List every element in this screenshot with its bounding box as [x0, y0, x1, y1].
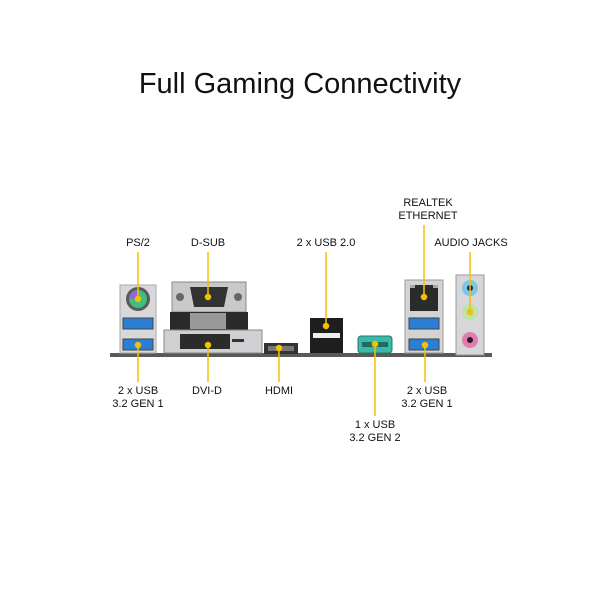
- label-realtek-line1: REALTEK: [403, 197, 453, 209]
- label-dvid: DVI-D: [192, 385, 222, 397]
- label-usb20: 2 x USB 2.0: [296, 237, 356, 249]
- label-usb-gen2-line1: 1 x USB: [354, 419, 396, 431]
- label-usb-gen2: 1 x USB 3.2 GEN 2: [349, 419, 400, 445]
- label-usb-right: 2 x USB 3.2 GEN 1: [401, 385, 452, 411]
- label-usb-right-line2: 3.2 GEN 1: [401, 398, 453, 410]
- label-usb-left-line2: 3.2 GEN 1: [112, 398, 164, 410]
- label-ps2: PS/2: [126, 237, 150, 249]
- label-usb-right-line1: 2 x USB: [406, 385, 448, 397]
- label-usb-left-line1: 2 x USB: [117, 385, 159, 397]
- label-audio: AUDIO JACKS: [434, 237, 508, 249]
- label-usb-gen2-line2: 3.2 GEN 2: [349, 432, 401, 444]
- board-edge: [110, 353, 492, 357]
- label-dsub: D-SUB: [190, 237, 226, 249]
- label-realtek-line2: ETHERNET: [398, 210, 458, 222]
- dvi-port: [163, 329, 263, 354]
- dsub-port: [170, 281, 248, 330]
- label-realtek: REALTEK ETHERNET: [398, 197, 457, 223]
- label-hdmi: HDMI: [264, 385, 294, 397]
- page-title: Full Gaming Connectivity: [138, 68, 462, 100]
- label-usb-left: 2 x USB 3.2 GEN 1: [112, 385, 163, 411]
- leader-lines: [134, 225, 474, 416]
